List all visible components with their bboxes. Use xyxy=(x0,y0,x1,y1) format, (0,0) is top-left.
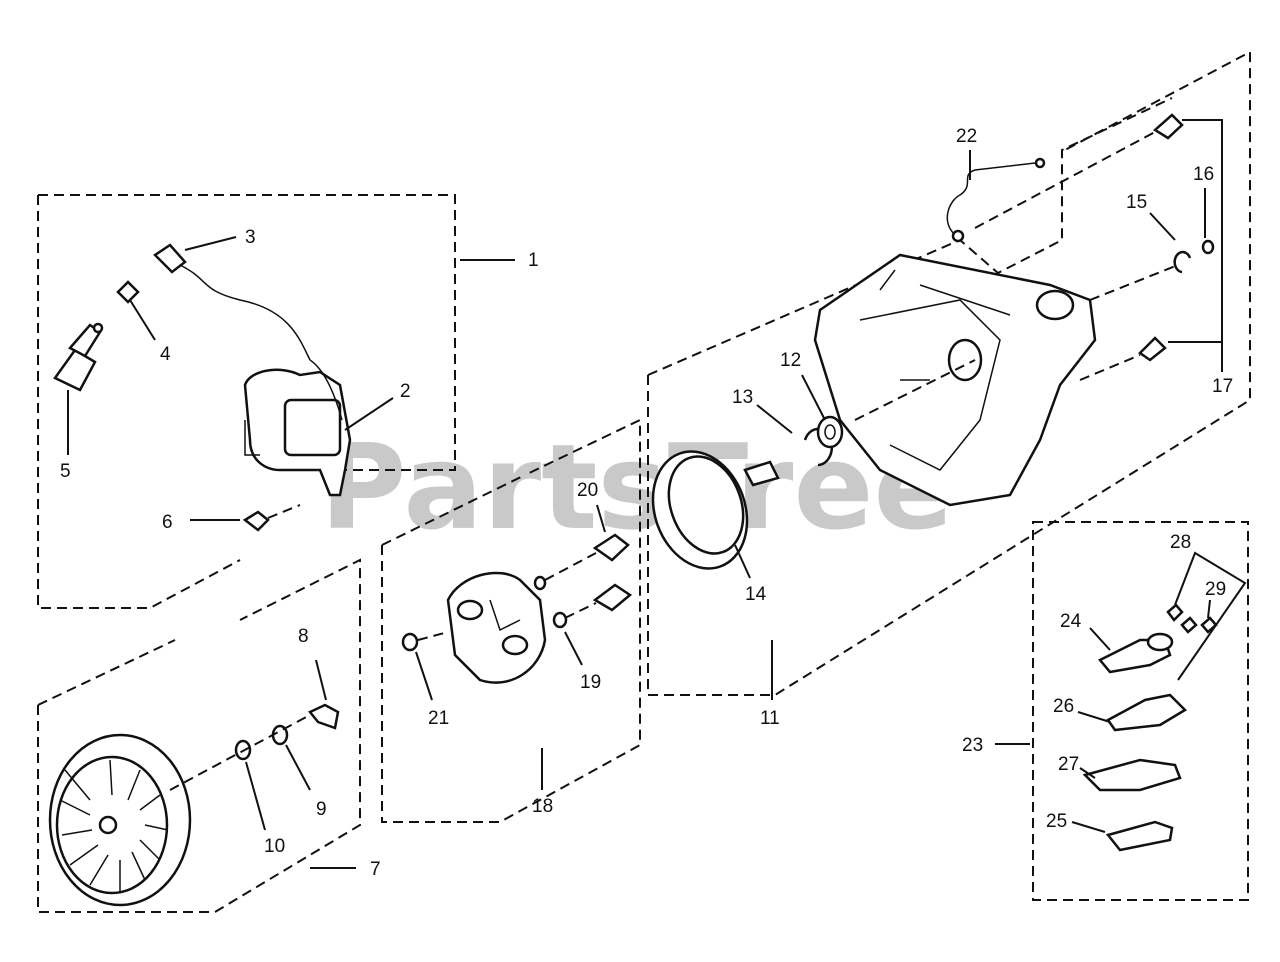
callout-12: 12 xyxy=(780,350,801,371)
leaders-group-1 xyxy=(67,236,515,521)
watermark: PartsTree TM xyxy=(320,418,954,556)
callout-26: 26 xyxy=(1053,696,1074,717)
callout-24: 24 xyxy=(1060,611,1082,632)
ignition-group-box xyxy=(37,194,456,609)
callout-9: 9 xyxy=(316,799,327,820)
washer-21[interactable] xyxy=(401,631,449,652)
clamp-24[interactable] xyxy=(1098,632,1174,674)
callout-7: 7 xyxy=(370,859,381,880)
callout-10: 10 xyxy=(264,836,285,857)
spark-plug[interactable] xyxy=(53,322,104,392)
clamp-27[interactable] xyxy=(1082,758,1182,792)
leaders-group-7 xyxy=(169,659,356,869)
callout-27: 27 xyxy=(1058,754,1079,775)
callout-16: 16 xyxy=(1193,164,1214,185)
callout-28: 28 xyxy=(1170,532,1191,553)
screws-28-29[interactable] xyxy=(1166,603,1218,634)
ring-16[interactable] xyxy=(1201,239,1215,255)
flywheel-group-box xyxy=(37,558,361,913)
callout-4: 4 xyxy=(160,344,171,365)
leaders-group-23 xyxy=(995,551,1247,833)
callout-13: 13 xyxy=(732,387,753,408)
handle-clamp-group-box xyxy=(1032,521,1249,901)
clamp-26[interactable] xyxy=(1106,693,1188,732)
callout-5: 5 xyxy=(60,461,71,482)
callout-6: 6 xyxy=(162,512,173,533)
spark-plug-terminal[interactable] xyxy=(116,280,140,304)
leaders-group-18 xyxy=(415,504,606,790)
callout-20: 20 xyxy=(577,480,598,501)
callout-25: 25 xyxy=(1046,811,1067,832)
callout-2: 2 xyxy=(400,381,411,402)
watermark-text: PartsTree xyxy=(320,418,954,556)
callout-18: 18 xyxy=(532,796,553,817)
clutch-group-box xyxy=(381,418,641,823)
callout-1: 1 xyxy=(528,250,539,271)
bearing-12[interactable] xyxy=(816,415,844,449)
callout-29: 29 xyxy=(1205,579,1226,600)
clamp-25[interactable] xyxy=(1105,820,1174,852)
nut-8[interactable] xyxy=(308,703,340,730)
clutch-assembly[interactable] xyxy=(446,571,547,684)
screw-17-top[interactable] xyxy=(974,113,1184,229)
clip-15[interactable] xyxy=(1089,250,1192,301)
callout-labels: 1 2 3 4 5 6 7 8 9 10 11 12 13 14 15 16 1… xyxy=(60,126,1233,880)
callout-19: 19 xyxy=(580,672,601,693)
clutch-drum-14[interactable] xyxy=(637,438,780,582)
screw-17-bottom[interactable] xyxy=(1079,336,1167,381)
callout-22: 22 xyxy=(956,126,977,147)
screw-6[interactable] xyxy=(242,504,301,532)
callout-17: 17 xyxy=(1212,376,1233,397)
callout-21: 21 xyxy=(428,708,449,729)
callout-11: 11 xyxy=(760,708,780,729)
callout-8: 8 xyxy=(298,626,309,647)
flywheel[interactable] xyxy=(48,733,192,907)
clutch-housing-group-box xyxy=(647,50,1251,696)
callout-23: 23 xyxy=(962,735,983,756)
callout-3: 3 xyxy=(245,227,256,248)
ground-wire-22[interactable] xyxy=(946,157,1046,243)
washer-19[interactable] xyxy=(533,575,568,629)
clutch-bolt-20[interactable] xyxy=(544,533,633,619)
leaders-group-11 xyxy=(734,119,1223,700)
ignition-coil-assembly[interactable] xyxy=(153,243,352,497)
callout-14: 14 xyxy=(745,584,767,605)
callout-15: 15 xyxy=(1126,192,1147,213)
